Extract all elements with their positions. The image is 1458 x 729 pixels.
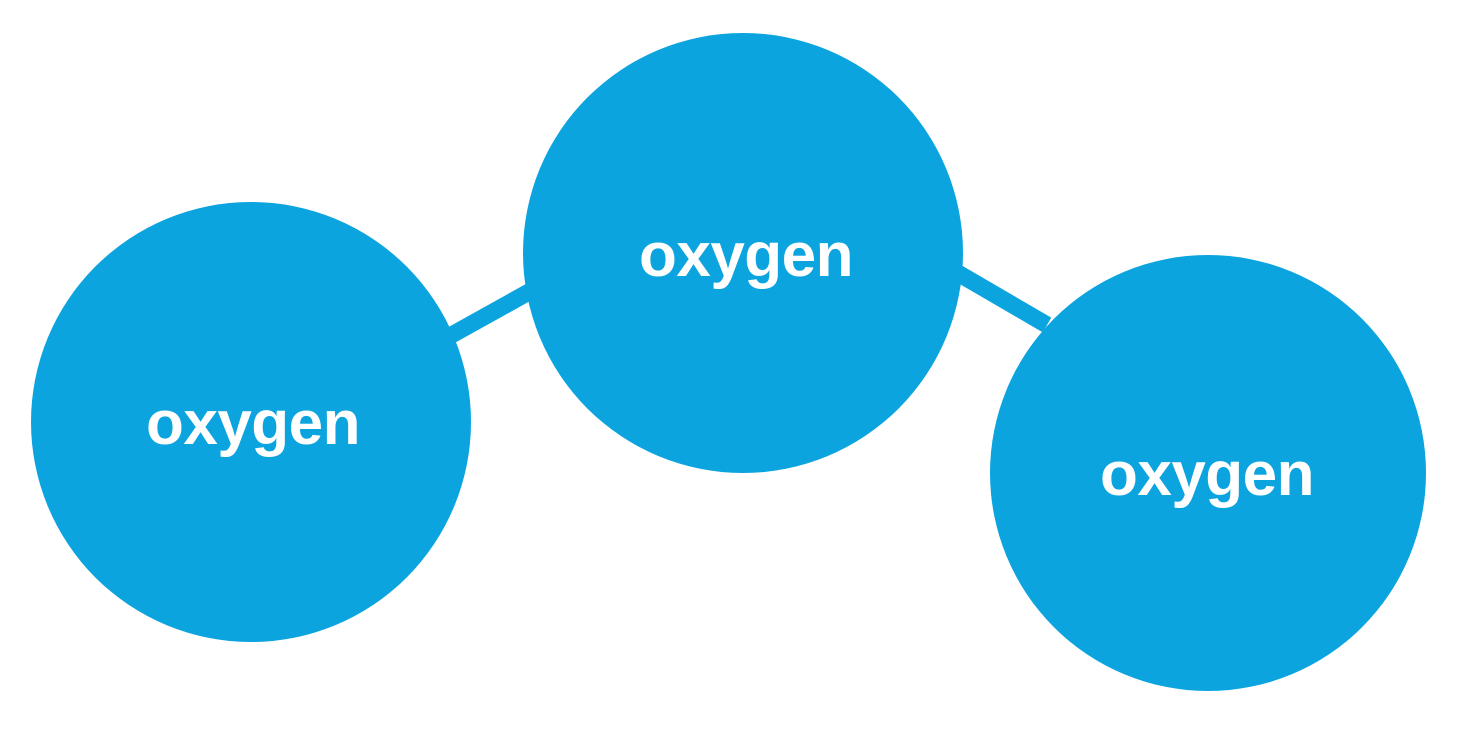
atom-label-3: oxygen [1100, 440, 1314, 509]
atom-circle-2[interactable] [523, 33, 963, 473]
atom-node-2[interactable]: oxygen [523, 33, 963, 473]
atom-node-1[interactable]: oxygen [31, 202, 471, 642]
atom-label-1: oxygen [146, 389, 360, 458]
atom-circle-1[interactable] [31, 202, 471, 642]
atom-node-3[interactable]: oxygen [990, 255, 1426, 691]
atom-label-2: oxygen [639, 221, 853, 290]
atom-circle-3[interactable] [990, 255, 1426, 691]
